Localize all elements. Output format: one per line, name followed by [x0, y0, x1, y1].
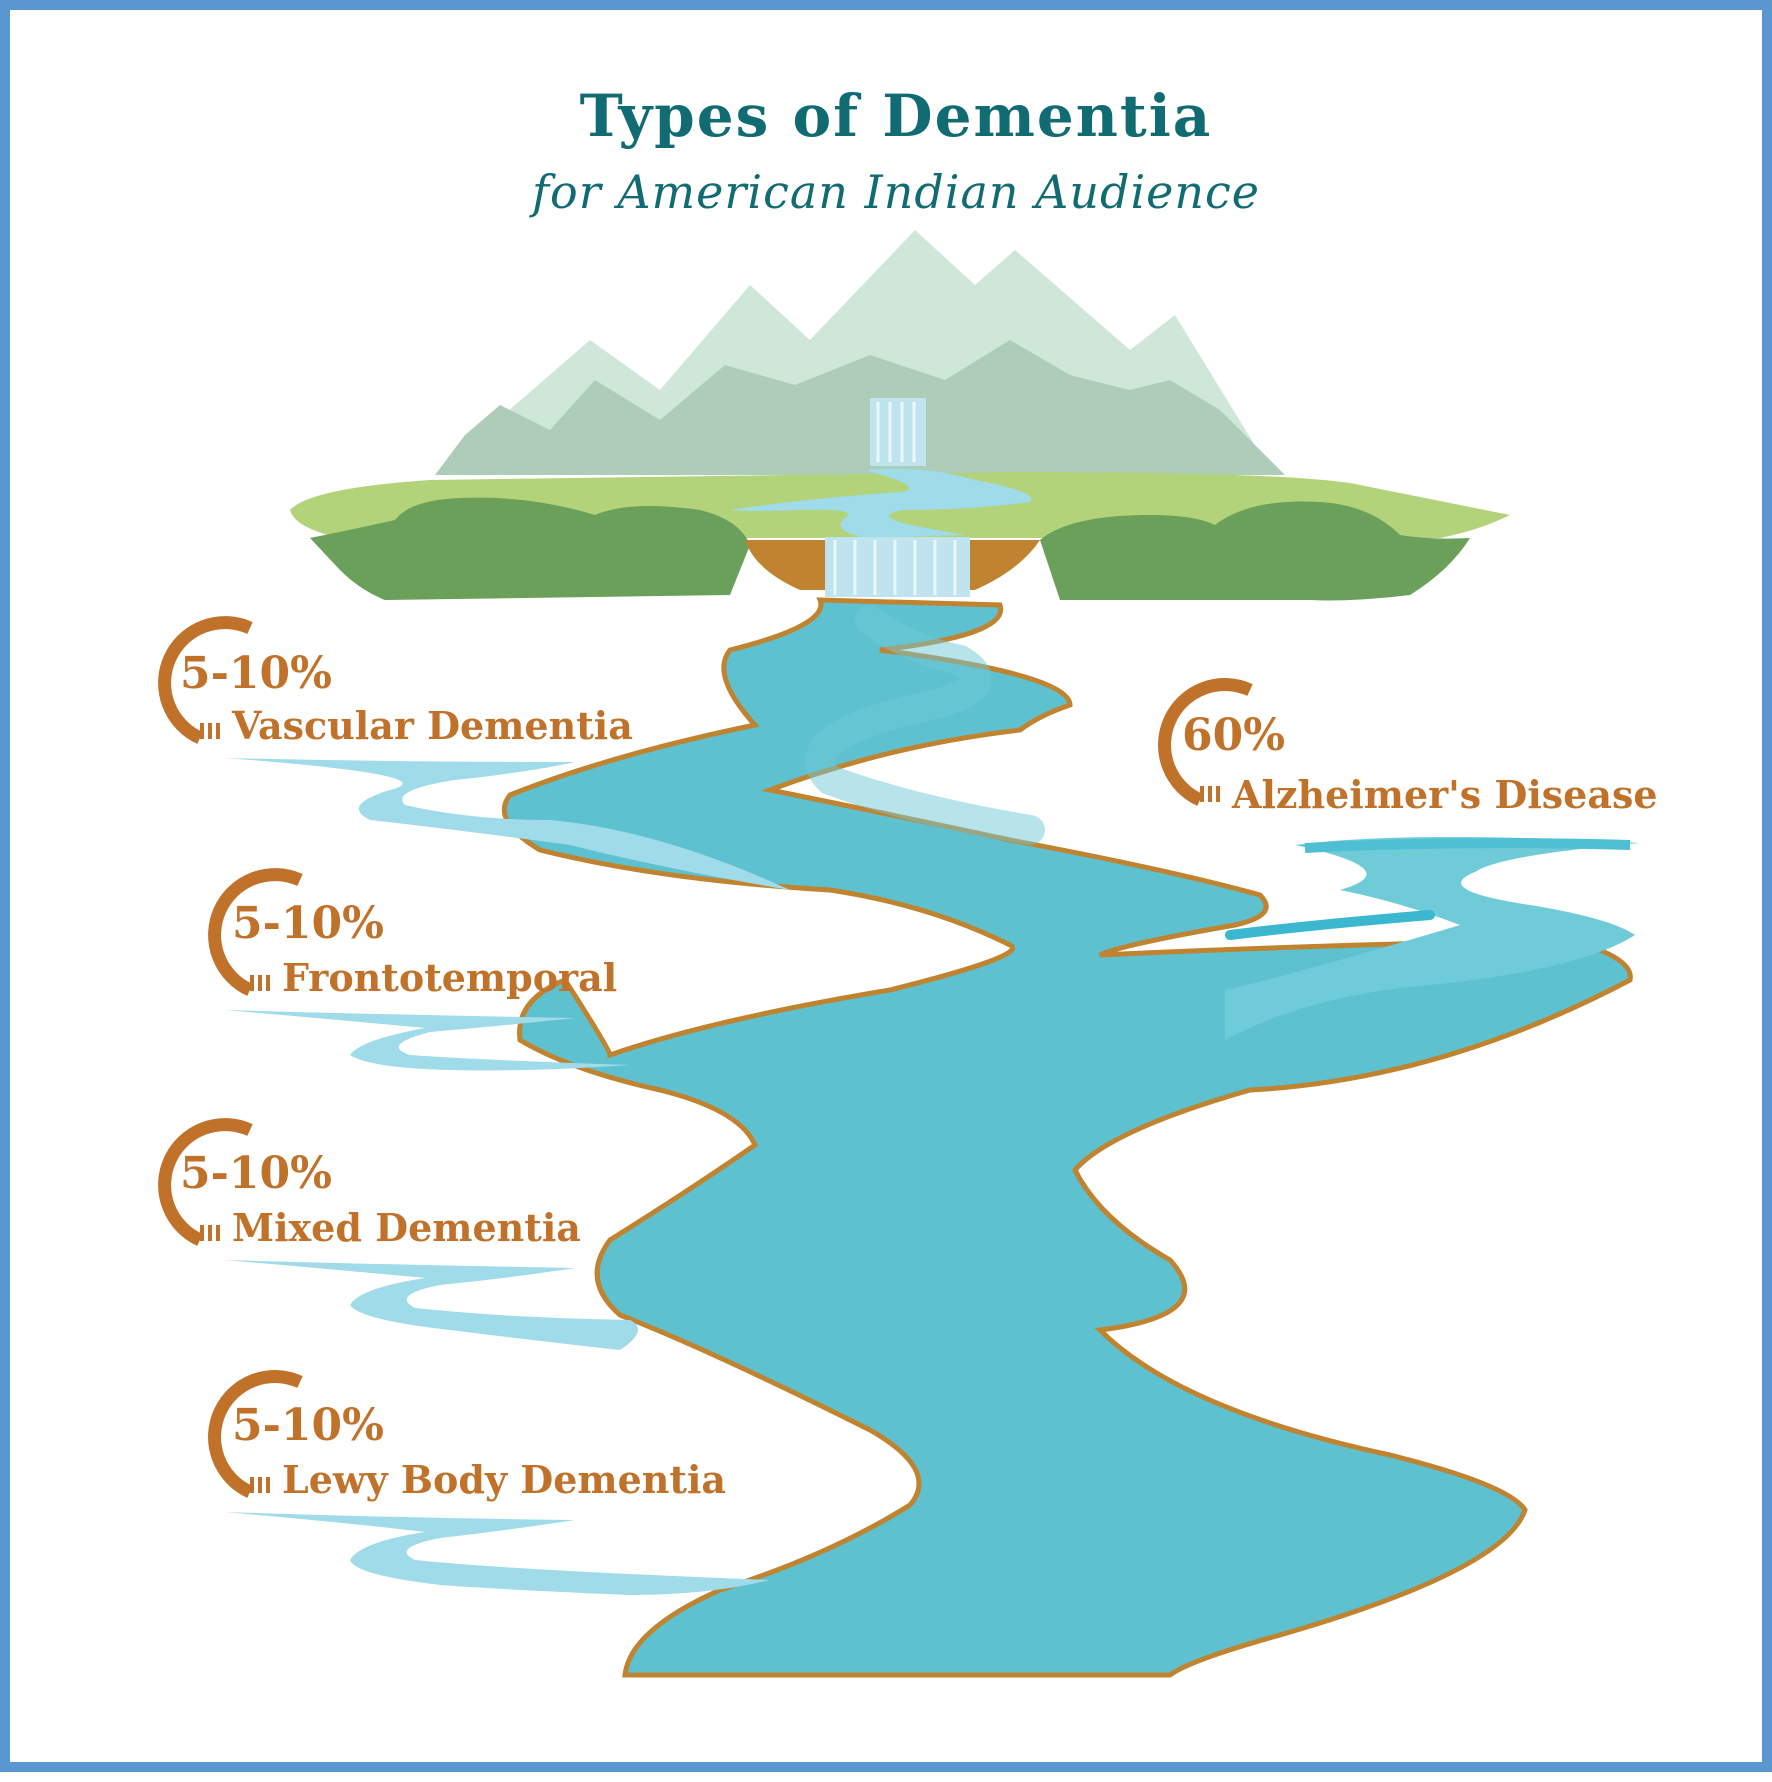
- alzheimers-percent: 60%: [1182, 710, 1286, 761]
- main-river: [501, 597, 1633, 1678]
- page-subtitle: for American Indian Audience: [532, 165, 1260, 219]
- right-bushes: [1040, 501, 1470, 601]
- plateau-stream: [730, 468, 1032, 538]
- mixed-badge-arc: [158, 1118, 253, 1246]
- mixed-stream: [225, 1260, 638, 1350]
- frontotemporal-stream: [225, 1010, 630, 1071]
- lewy-body-label: Lewy Body Dementia: [282, 1457, 727, 1502]
- landscape-illustration: [158, 230, 1640, 1678]
- mixed-percent: 5-10%: [180, 1148, 332, 1199]
- alzheimers-label: Alzheimer's Disease: [1232, 772, 1658, 817]
- lower-waterfall: [825, 537, 970, 597]
- vascular-badge-arc: [158, 616, 253, 744]
- near-mountains: [435, 340, 1285, 475]
- page-title: Types of Dementia: [579, 82, 1213, 150]
- lewy-body-stream: [225, 1512, 770, 1595]
- alzheimers-stream: [1225, 836, 1640, 1040]
- frontotemporal-percent: 5-10%: [232, 898, 384, 949]
- lewy-body-percent: 5-10%: [232, 1400, 384, 1451]
- frontotemporal-label: Frontotemporal: [282, 955, 618, 1000]
- alzheimers-badge-arc: [1158, 678, 1253, 806]
- left-bushes: [310, 497, 750, 600]
- mixed-label: Mixed Dementia: [232, 1205, 581, 1250]
- vascular-label: Vascular Dementia: [232, 703, 633, 748]
- lewy-body-badge-arc: [208, 1370, 303, 1498]
- frontotemporal-badge-arc: [208, 868, 303, 996]
- vascular-percent: 5-10%: [180, 648, 332, 699]
- vascular-stream: [225, 758, 790, 890]
